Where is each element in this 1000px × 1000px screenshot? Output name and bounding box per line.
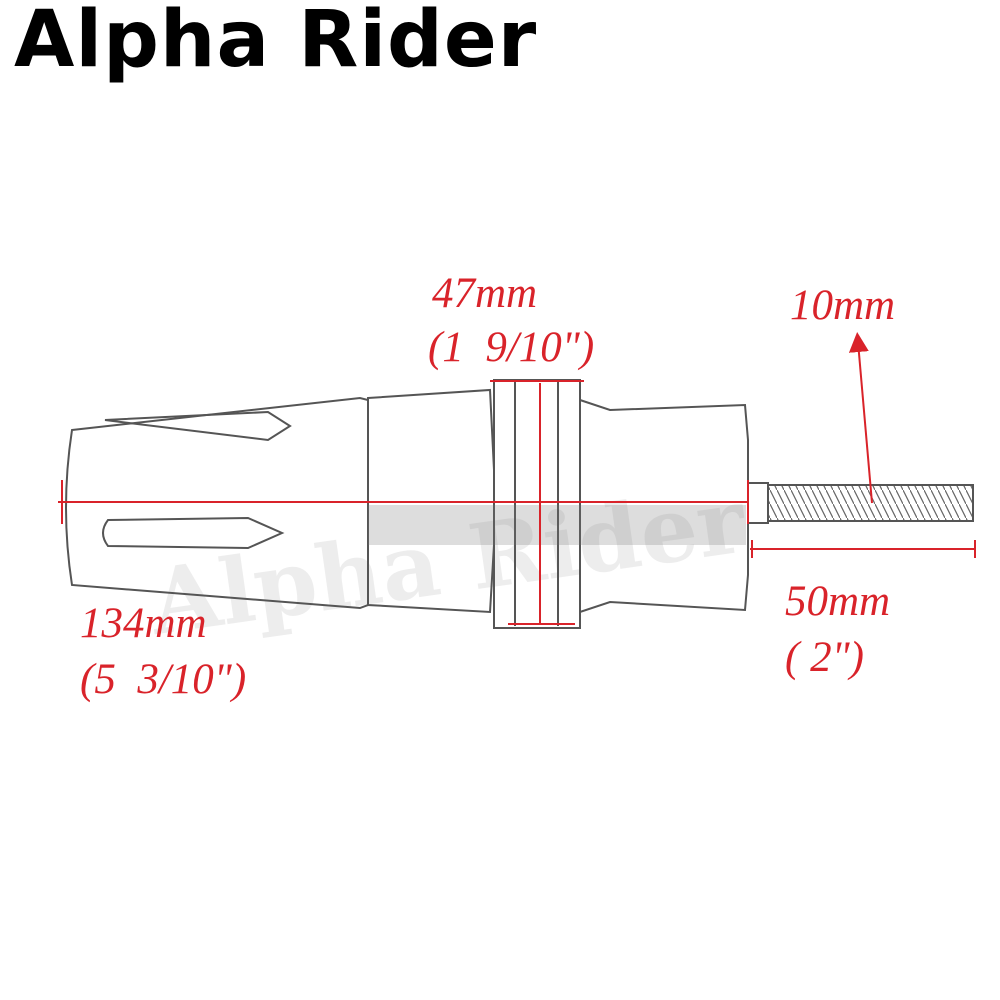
cap-spike-top bbox=[104, 410, 292, 442]
watermark-text: Alpha Rider bbox=[143, 468, 753, 657]
brand-title: Alpha Rider bbox=[14, 0, 538, 85]
overall-length-metric-label: 134mm bbox=[80, 600, 207, 647]
center-band bbox=[368, 505, 746, 545]
width-metric-label: 47mm bbox=[432, 270, 538, 317]
overall-length-imperial-label: (5 3/10") bbox=[80, 656, 247, 703]
bolt-length-metric-label: 50mm bbox=[785, 578, 891, 625]
width-imperial-label: (1 9/10") bbox=[428, 324, 595, 371]
dimension-lines bbox=[58, 332, 976, 625]
thread-metric-label: 10mm bbox=[790, 282, 896, 329]
bolt-length-imperial-label: ( 2") bbox=[785, 634, 864, 681]
end-cap-shape bbox=[65, 396, 369, 610]
shoulder-washer bbox=[747, 482, 769, 524]
cap-spike-middle bbox=[102, 516, 285, 550]
body-section-2 bbox=[579, 398, 749, 614]
thread-arrow bbox=[848, 332, 873, 504]
